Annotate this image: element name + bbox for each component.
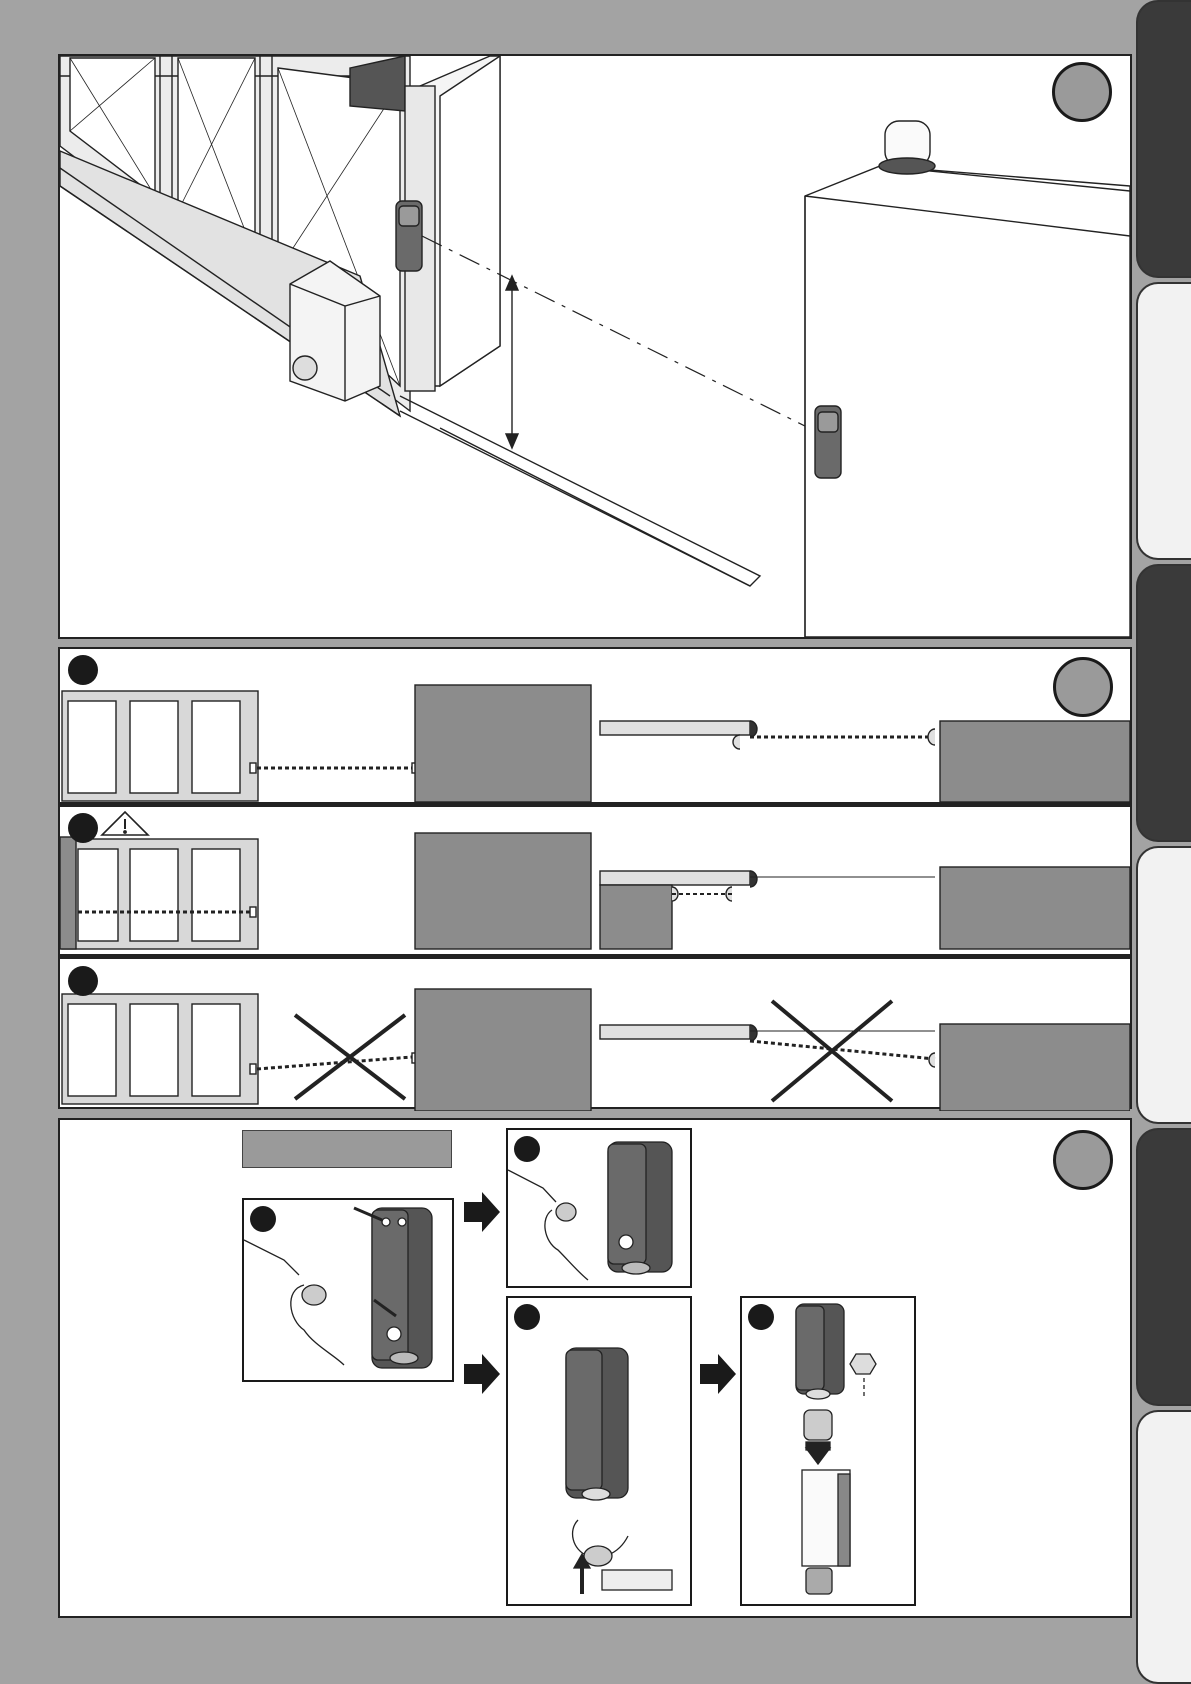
step-marker	[514, 1136, 540, 1162]
arrow-right-icon	[464, 1192, 500, 1232]
side-tab-3	[1136, 564, 1191, 842]
step-marker-row-2	[68, 813, 98, 843]
mounting-step-4	[740, 1296, 916, 1606]
step-marker	[514, 1304, 540, 1330]
knockout-holes-drawing	[244, 1200, 452, 1380]
side-tab-5	[1136, 1128, 1191, 1406]
figure-photocell-alignment	[58, 647, 1132, 1109]
arrow-right-icon	[464, 1354, 500, 1394]
mounting-caption-box	[242, 1130, 452, 1168]
cable-gland-drawing	[742, 1298, 914, 1604]
side-tab-4	[1136, 846, 1191, 1124]
figure-number-badge	[1052, 62, 1112, 122]
mounting-step-1	[242, 1198, 454, 1382]
alignment-row-3-drawing	[60, 959, 1130, 1111]
figure-gate-installation	[58, 54, 1132, 639]
mounting-step-3	[506, 1296, 692, 1606]
step-marker-row-3	[68, 966, 98, 996]
figure-number-badge	[1053, 1130, 1113, 1190]
side-tab-1	[1136, 0, 1191, 278]
alignment-row-1-drawing	[60, 649, 1130, 802]
step-marker	[748, 1304, 774, 1330]
step-marker-row-1	[68, 655, 98, 685]
alignment-row-2-drawing	[60, 807, 1130, 957]
step-marker	[250, 1206, 276, 1232]
gate-installation-drawing	[60, 56, 1130, 637]
mounting-step-2	[506, 1128, 692, 1288]
figure-number-badge	[1053, 657, 1113, 717]
side-tab-6	[1136, 1410, 1191, 1684]
arrow-right-icon	[700, 1354, 736, 1394]
side-tab-2	[1136, 282, 1191, 560]
figure-photocell-mounting	[58, 1118, 1132, 1618]
knockout-bottom-drawing	[508, 1298, 690, 1604]
